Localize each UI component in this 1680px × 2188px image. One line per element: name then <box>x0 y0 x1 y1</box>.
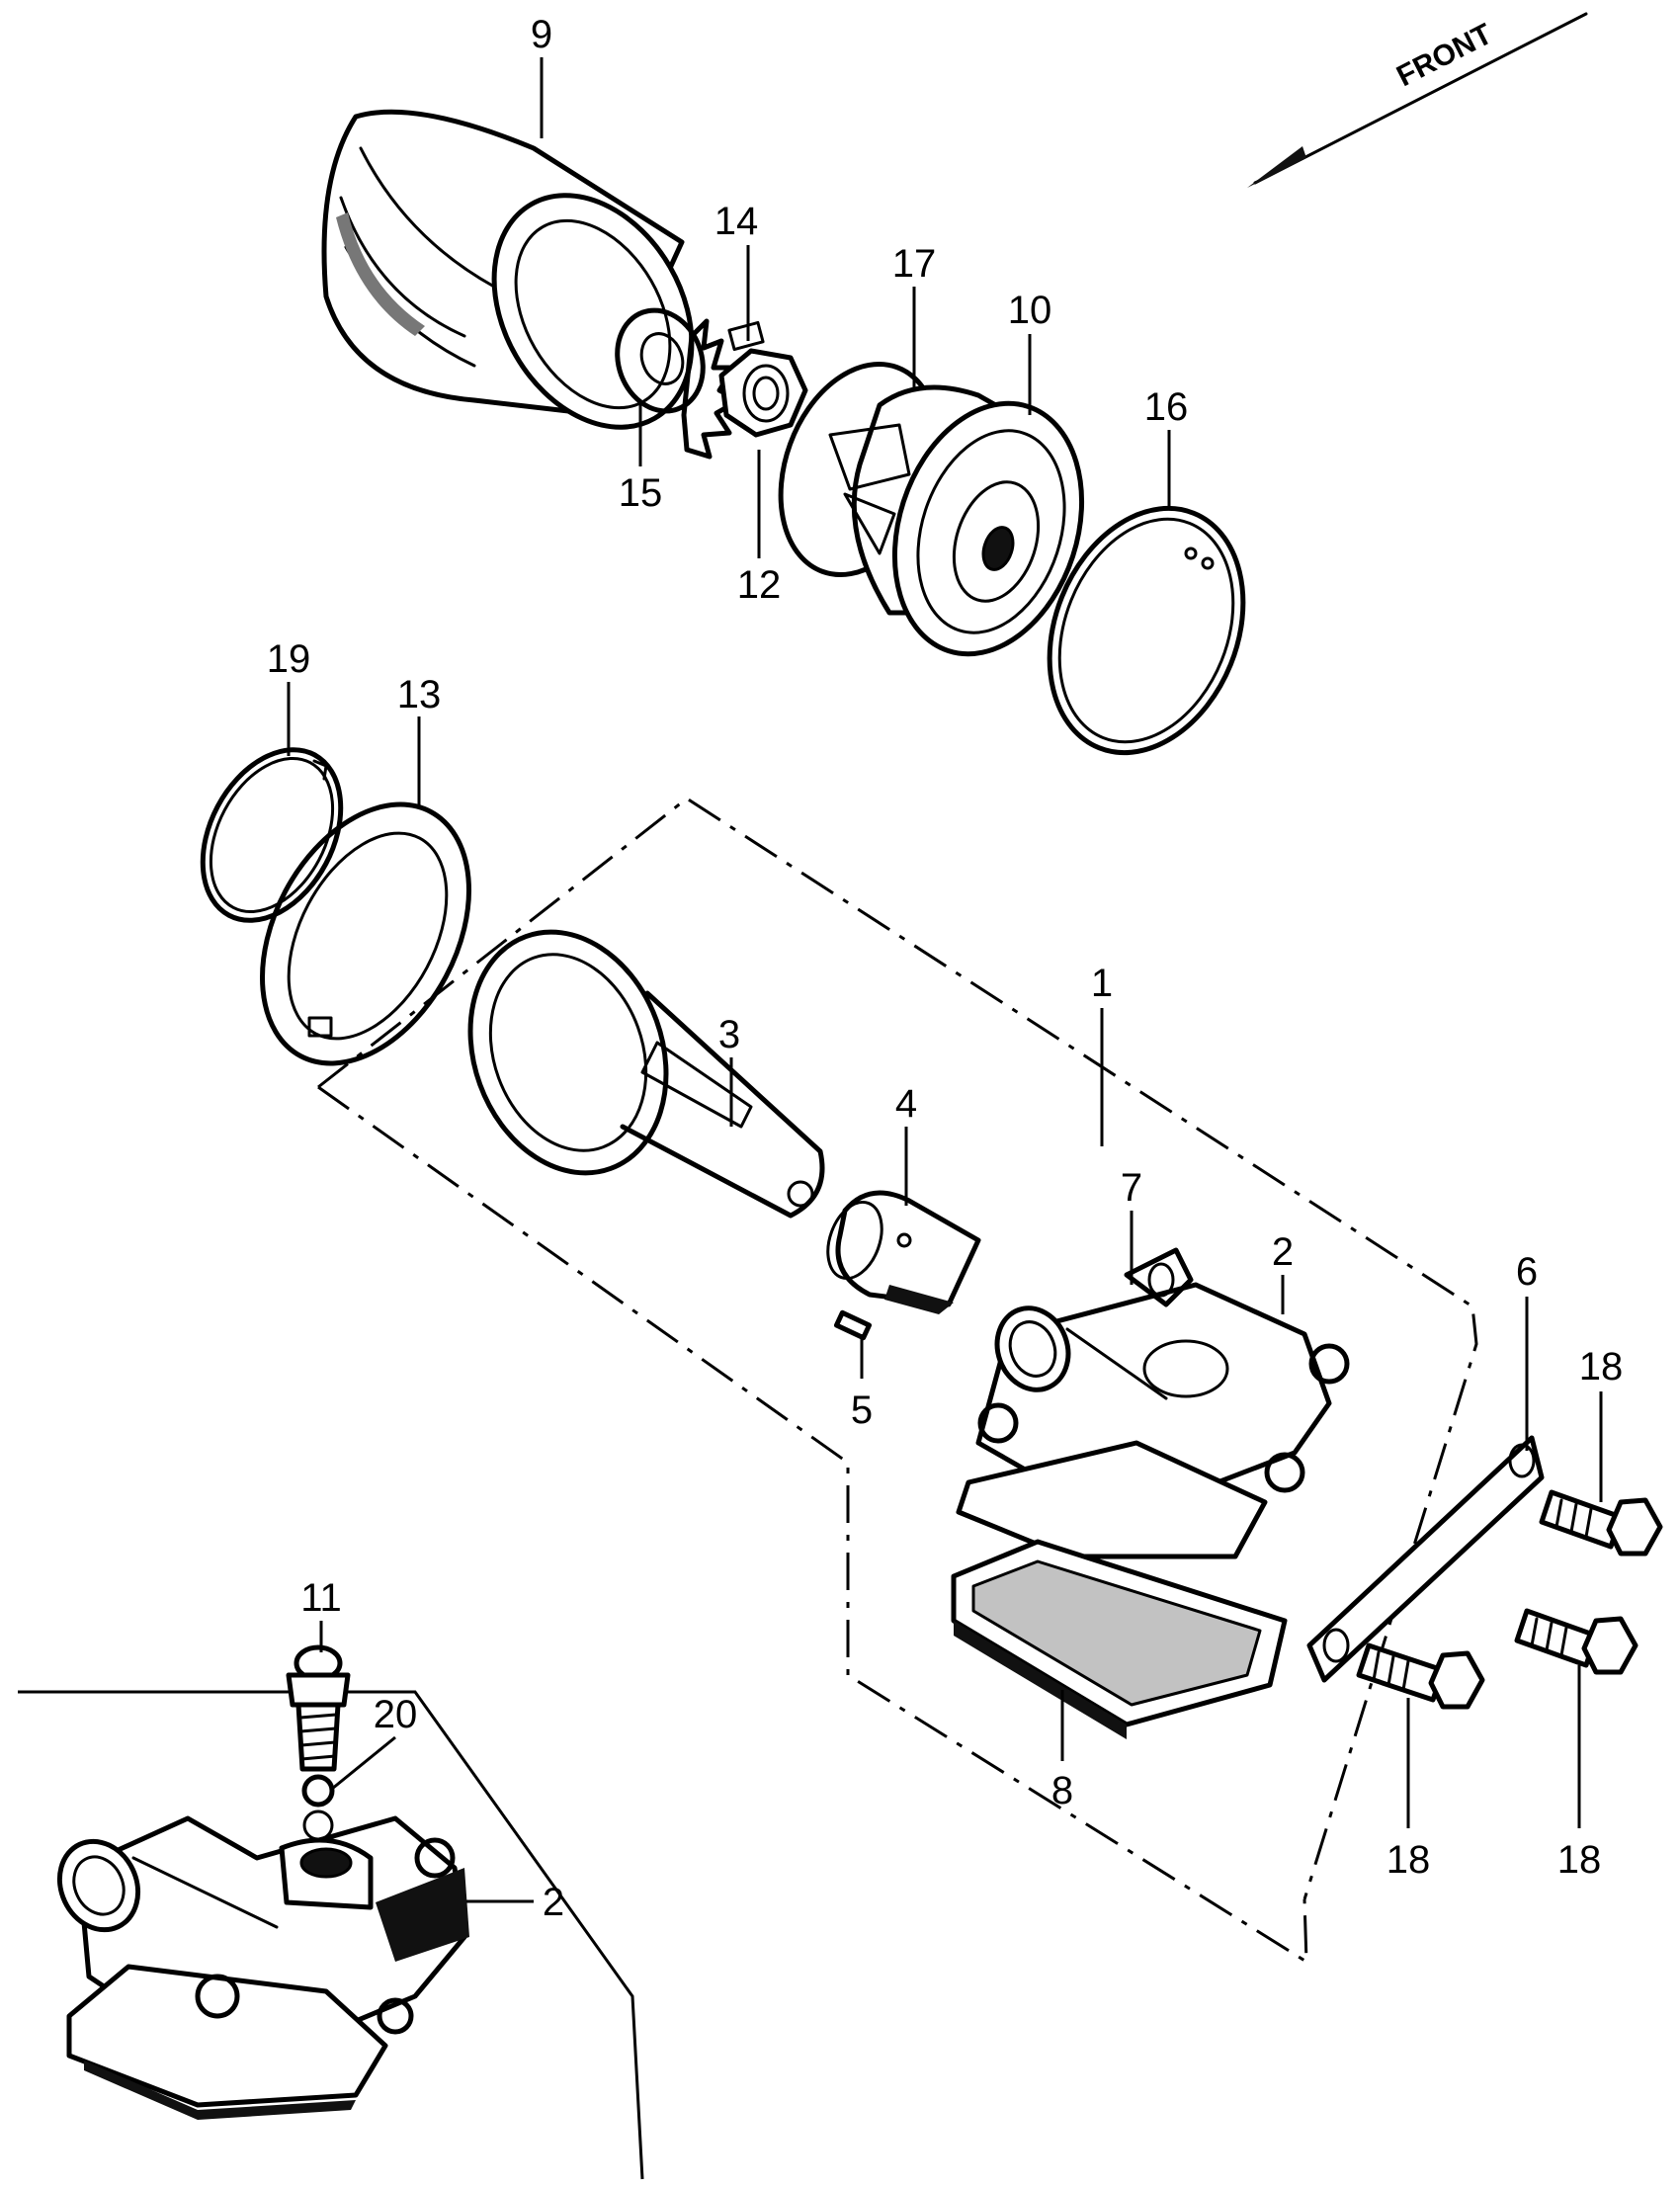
callout-8: 8 <box>1051 1769 1073 1812</box>
callout-9: 9 <box>531 13 552 56</box>
callout-5: 5 <box>851 1389 873 1432</box>
part-4-plunger <box>826 1190 981 1314</box>
callout-10: 10 <box>1008 289 1052 332</box>
callout-2-bottom: 2 <box>543 1881 564 1924</box>
callout-18-a: 18 <box>1579 1345 1624 1389</box>
callout-3: 3 <box>718 1013 740 1056</box>
part-5-pin <box>833 1309 873 1341</box>
inset-divider <box>18 1690 644 2180</box>
front-direction-arrow: FRONT <box>1247 12 1588 188</box>
part-12-nut <box>718 348 808 438</box>
callout-12: 12 <box>737 563 782 607</box>
callout-17: 17 <box>892 242 937 286</box>
callout-15: 15 <box>619 471 663 515</box>
callout-16: 16 <box>1144 385 1189 429</box>
leader-lines <box>287 57 1603 1903</box>
part-8-strainer-screen <box>951 1539 1288 1739</box>
callout-6: 6 <box>1516 1250 1538 1294</box>
part-6-gasket-plate <box>1306 1435 1545 1683</box>
callout-11: 11 <box>300 1576 342 1620</box>
callout-4: 4 <box>895 1082 917 1126</box>
part-11-plug <box>286 1644 351 1772</box>
part-10-housing <box>828 384 1085 657</box>
callout-14: 14 <box>714 200 759 243</box>
part-18-bolt-a <box>1539 1489 1663 1557</box>
part-18-bolt-c <box>1514 1608 1638 1675</box>
callout-7: 7 <box>1121 1166 1142 1210</box>
callout-19: 19 <box>267 637 311 681</box>
part-16-circlip <box>1047 505 1246 756</box>
callout-13: 13 <box>397 673 442 716</box>
part-19-snap-ring <box>200 747 344 923</box>
part-1-assembly-outline <box>317 797 1478 1965</box>
part-13-washer <box>260 801 471 1066</box>
callout-18-c: 18 <box>1557 1838 1602 1882</box>
part-9-filter-cup <box>321 109 695 430</box>
callout-20: 20 <box>374 1693 418 1736</box>
part-3-drive-arm <box>467 929 825 1219</box>
part-2-pump-body-top <box>956 1247 1350 1559</box>
callout-labels: 9 14 17 10 16 15 12 19 13 1 3 4 7 2 6 18… <box>267 13 1624 1924</box>
callout-1: 1 <box>1091 962 1113 1005</box>
part-2-pump-body-bottom <box>56 1815 469 2120</box>
part-18-bolt-b <box>1356 1642 1485 1710</box>
callout-2-top: 2 <box>1272 1230 1294 1274</box>
part-20-ball <box>301 1774 335 1841</box>
part-15-washer <box>615 307 706 414</box>
callout-18-b: 18 <box>1386 1838 1431 1882</box>
front-label: FRONT <box>1391 18 1497 93</box>
